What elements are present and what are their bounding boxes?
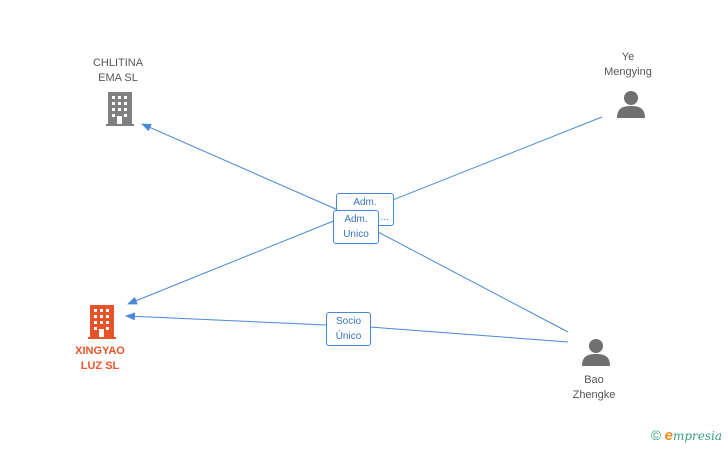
edge-label-line1: Socio bbox=[335, 316, 361, 327]
edge-ye-to-chlitina bbox=[379, 116, 603, 206]
edge-label-line1: Adm. bbox=[353, 197, 377, 208]
person-icon bbox=[582, 339, 610, 366]
company-label-xingyao[interactable]: XINGYAO LUZ SL bbox=[66, 344, 134, 374]
edge-label-line2: ... bbox=[380, 212, 389, 223]
edge-label-line2: Único bbox=[335, 331, 362, 342]
person-label-ye[interactable]: Ye Mengying bbox=[596, 50, 660, 80]
building-icon-main bbox=[88, 305, 116, 339]
edge-bao-to-xingyao-socio-b bbox=[125, 312, 327, 326]
copyright-icon: © bbox=[650, 427, 662, 443]
edge-ye-to-chlitina-2 bbox=[141, 123, 339, 211]
person-name-line1: Ye bbox=[621, 51, 635, 63]
edge-label-line1: Adm. bbox=[344, 214, 368, 225]
edge-bao-to-chlitina-xing bbox=[377, 231, 569, 333]
company-name-line1: XINGYAO bbox=[75, 345, 125, 357]
company-name-line1: CHLITINA bbox=[92, 57, 144, 69]
person-icon bbox=[617, 91, 645, 118]
edge-bao-to-xingyao-adm bbox=[127, 219, 337, 305]
brand-logo[interactable]: © empresia bbox=[651, 427, 722, 444]
edge-label-socio-unico[interactable]: Socio Único bbox=[326, 312, 371, 346]
edge-bao-to-xingyao-socio-a bbox=[369, 326, 569, 343]
company-name-line2: LUZ SL bbox=[80, 360, 120, 372]
building-icon bbox=[106, 92, 134, 126]
edge-label-adm-unico[interactable]: Adm. Unico bbox=[333, 210, 379, 244]
person-label-bao[interactable]: Bao Zhengke bbox=[562, 373, 626, 403]
person-name-line2: Zhengke bbox=[572, 389, 616, 401]
brand-initial: e bbox=[664, 427, 673, 444]
edge-label-line2: Unico bbox=[343, 229, 369, 240]
company-label-chlitina[interactable]: CHLITINA EMA SL bbox=[86, 56, 150, 86]
company-name-line2: EMA SL bbox=[98, 72, 138, 84]
person-name-line2: Mengying bbox=[604, 66, 652, 78]
brand-name: mpresia bbox=[672, 429, 722, 443]
person-name-line1: Bao bbox=[584, 374, 604, 386]
